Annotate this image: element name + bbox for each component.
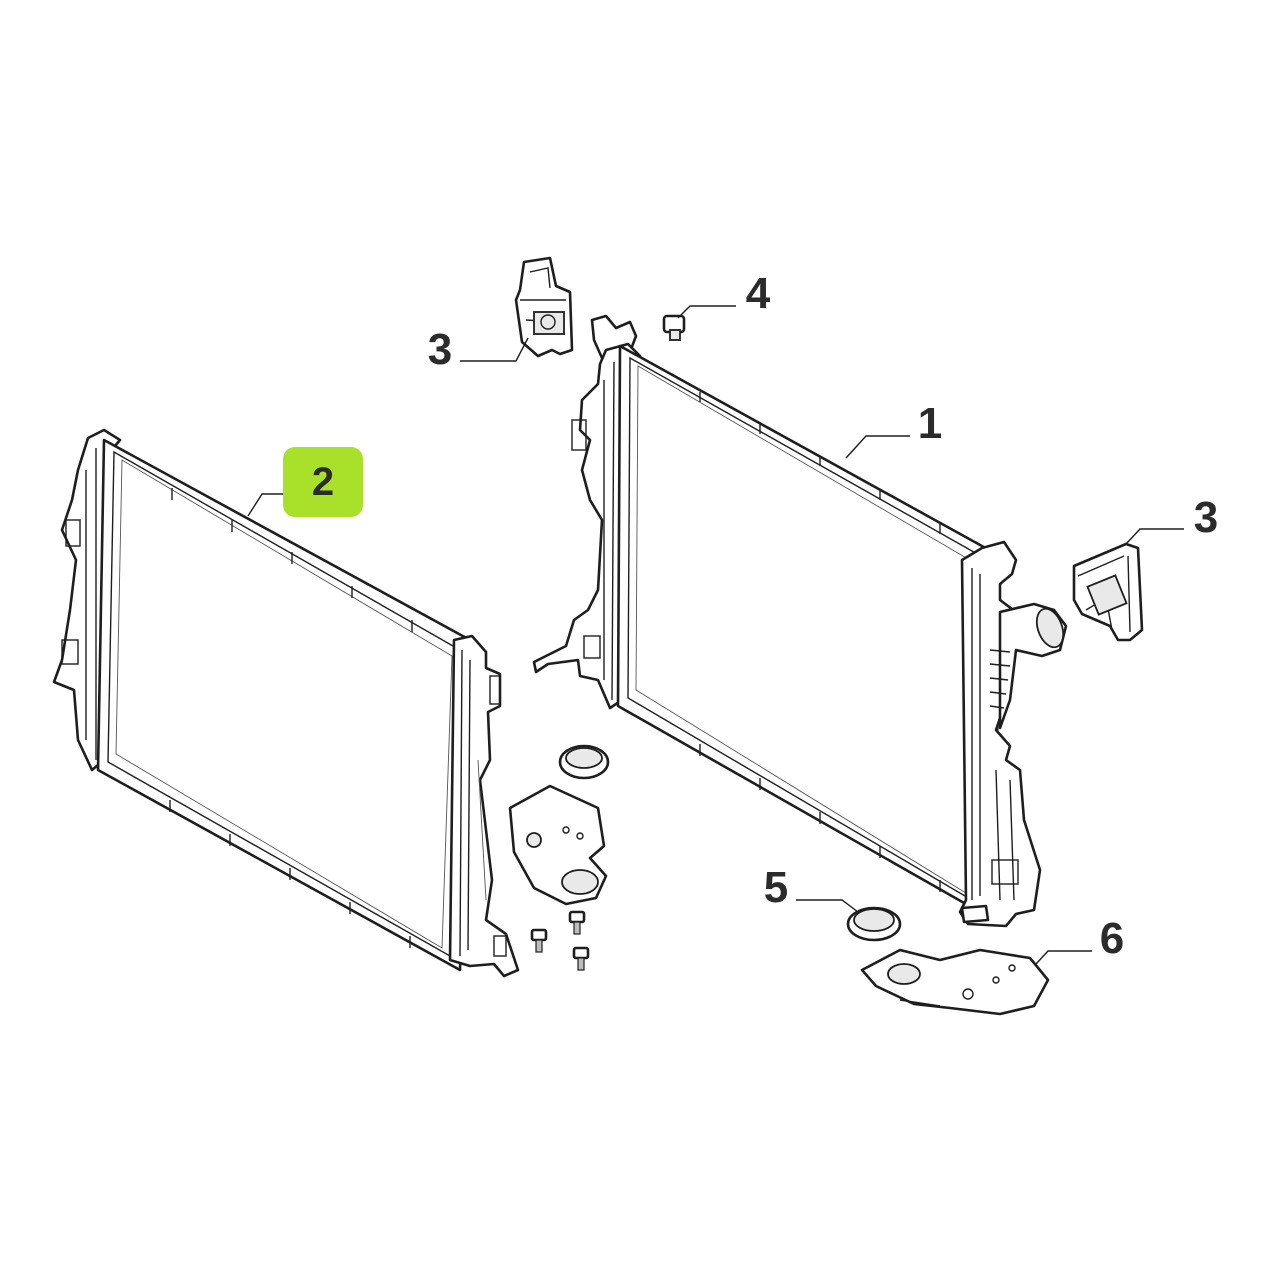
- fastener-clip-part-4[interactable]: [662, 314, 686, 341]
- callout-part-3-right[interactable]: 3: [1193, 493, 1219, 542]
- mounting-plate-part-6[interactable]: [860, 948, 1050, 1016]
- leader-lines: [247, 305, 1184, 965]
- rubber-plug-part-5[interactable]: [846, 906, 902, 942]
- bolt[interactable]: [530, 928, 548, 953]
- bolt-set: [530, 910, 590, 971]
- callout-part-1[interactable]: 1: [917, 399, 943, 448]
- radiator-part-2[interactable]: [52, 428, 520, 978]
- callout-part-4[interactable]: 4: [745, 269, 771, 318]
- radiator-part-1[interactable]: [532, 314, 1068, 928]
- mount-bracket-part-3-top[interactable]: [514, 256, 574, 358]
- bolt[interactable]: [572, 946, 590, 971]
- bolt[interactable]: [568, 910, 586, 935]
- callout-part-5[interactable]: 5: [763, 863, 789, 912]
- mount-bracket-part-3-right[interactable]: [1072, 542, 1144, 642]
- mounting-plate-center[interactable]: [508, 744, 610, 906]
- callout-part-3-top[interactable]: 3: [427, 325, 453, 374]
- callout-part-6[interactable]: 6: [1099, 914, 1125, 963]
- callout-part-2-highlighted[interactable]: 2: [283, 447, 363, 517]
